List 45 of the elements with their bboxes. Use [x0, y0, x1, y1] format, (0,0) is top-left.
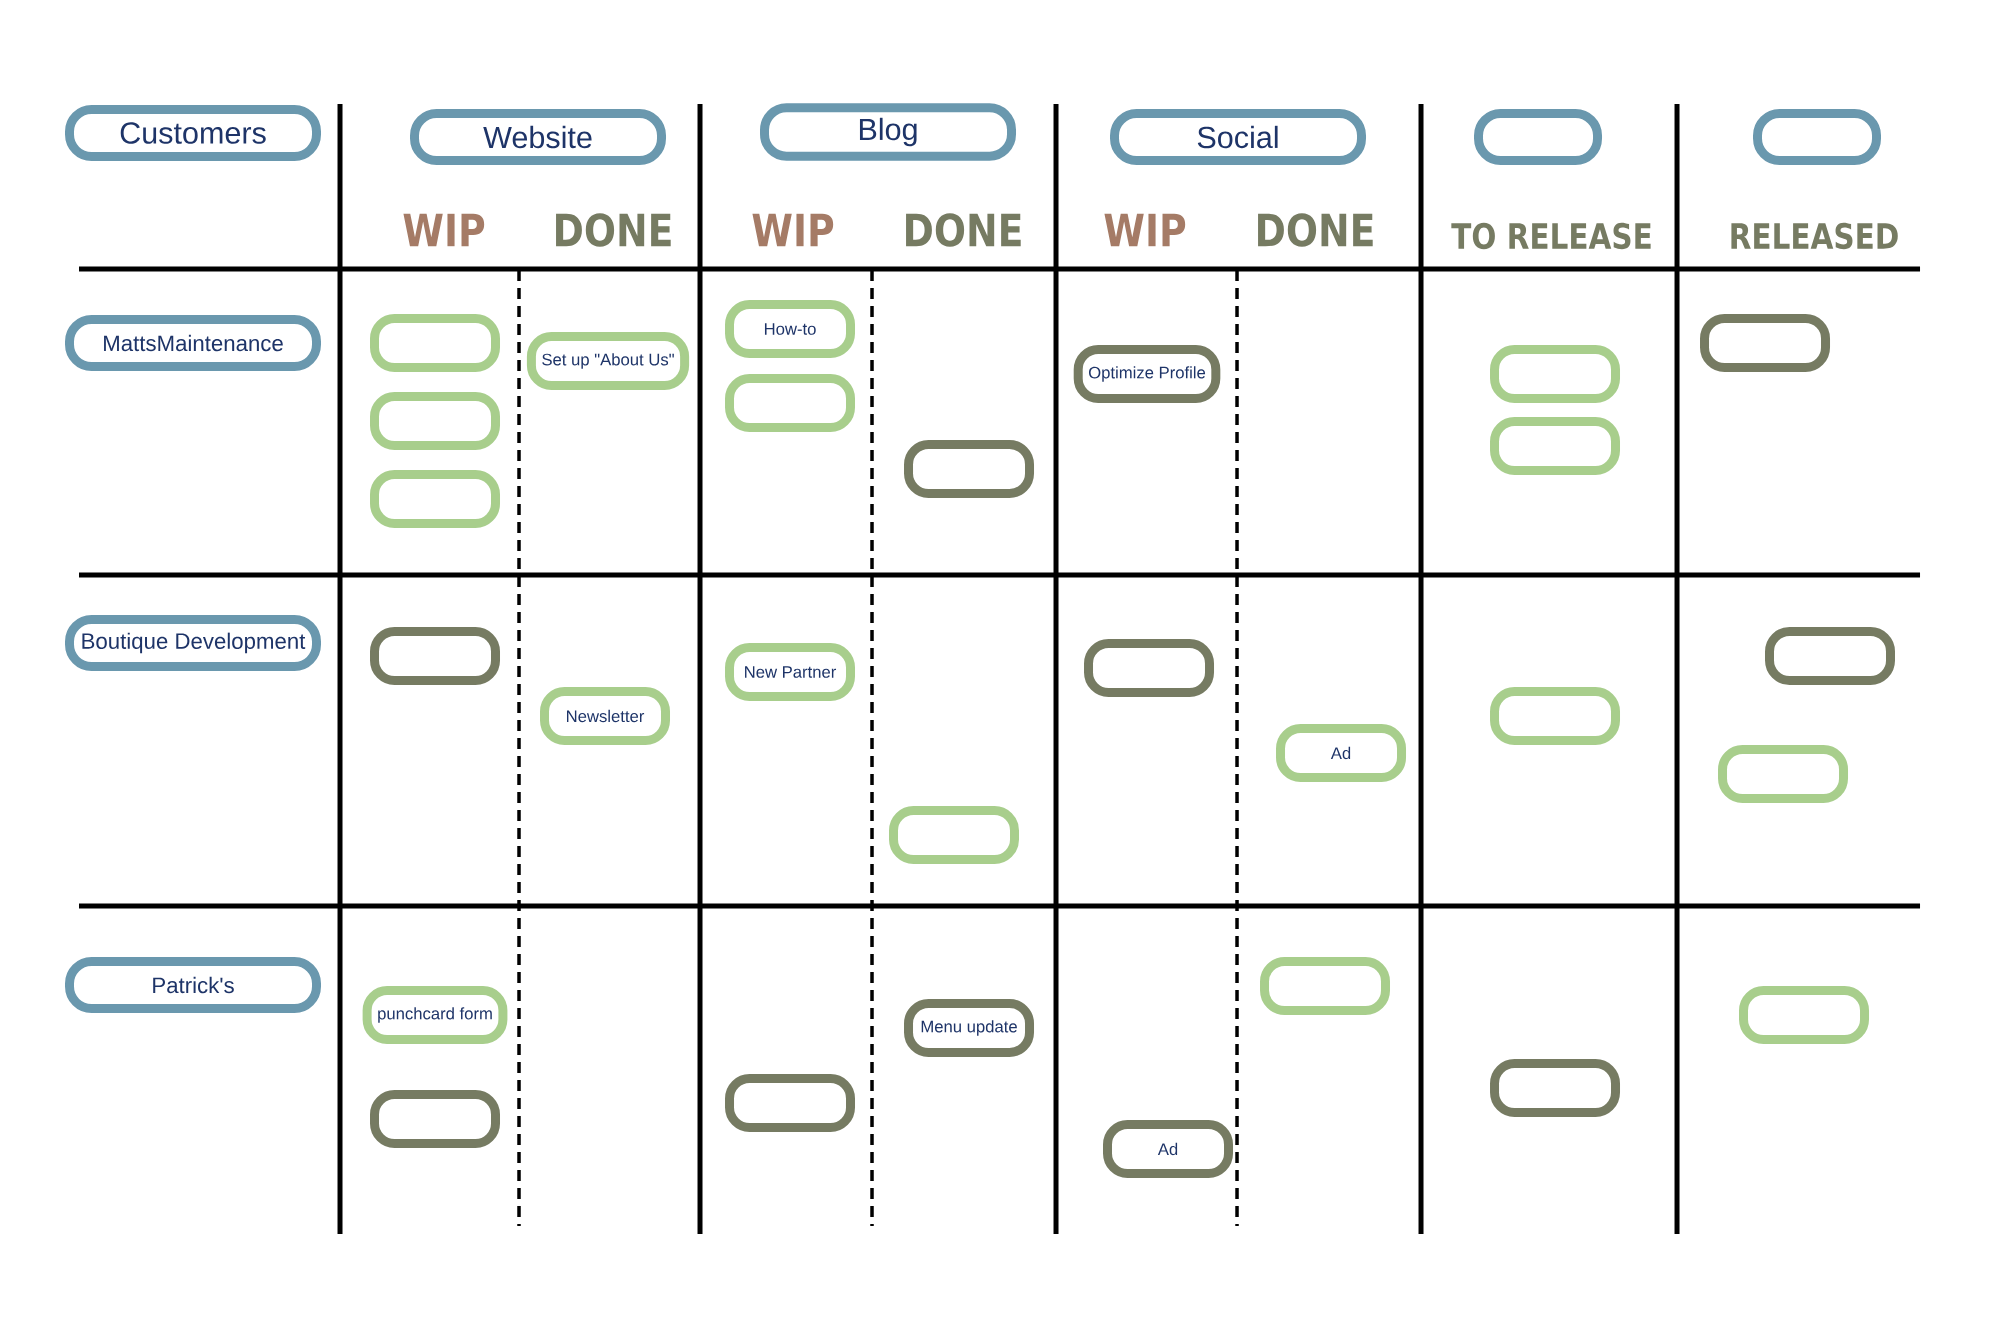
task-card [725, 374, 855, 432]
column-heading: WIP [403, 213, 485, 247]
task-card [1765, 627, 1895, 685]
task-card [370, 627, 500, 685]
column-heading: DONE [1258, 213, 1373, 247]
column-heading: WIP [752, 213, 834, 247]
header-box [1474, 109, 1602, 165]
column-heading: RELEASED [1731, 222, 1898, 250]
task-card: New Partner [725, 643, 855, 701]
task-card [370, 470, 500, 528]
task-card [1490, 687, 1620, 745]
task-card [370, 392, 500, 450]
task-card [1084, 639, 1214, 697]
task-card: punchcard form [362, 986, 508, 1044]
task-card [1490, 345, 1620, 403]
column-heading: DONE [906, 213, 1021, 247]
task-card: Menu update [904, 999, 1034, 1057]
column-heading: TO RELEASE [1451, 222, 1651, 250]
header-box: Blog [760, 103, 1016, 161]
column-heading: DONE [556, 213, 671, 247]
task-card: How-to [725, 300, 855, 358]
row-header-box: Boutique Development [65, 615, 321, 671]
row-header-box: MattsMaintenance [65, 315, 321, 371]
row-header-box: Patrick's [65, 957, 321, 1013]
task-card [1260, 957, 1390, 1015]
header-box: Website [410, 109, 666, 165]
task-card [1739, 986, 1869, 1044]
header-box: Social [1110, 109, 1366, 165]
task-card: Set up "About Us" [526, 332, 690, 390]
header-box: Customers [65, 105, 321, 161]
task-card [1700, 314, 1830, 372]
task-card: Ad [1103, 1120, 1233, 1178]
task-card [1718, 745, 1848, 803]
task-card [1490, 417, 1620, 475]
task-card: Newsletter [540, 687, 670, 745]
task-card [1490, 1059, 1620, 1117]
task-card [904, 440, 1034, 498]
header-box [1753, 109, 1881, 165]
task-card [370, 1090, 500, 1148]
task-card [370, 314, 500, 372]
task-card: Optimize Profile [1073, 345, 1221, 403]
task-card [725, 1074, 855, 1132]
task-card: Ad [1276, 724, 1406, 782]
column-heading: WIP [1104, 213, 1186, 247]
task-card [889, 806, 1019, 864]
